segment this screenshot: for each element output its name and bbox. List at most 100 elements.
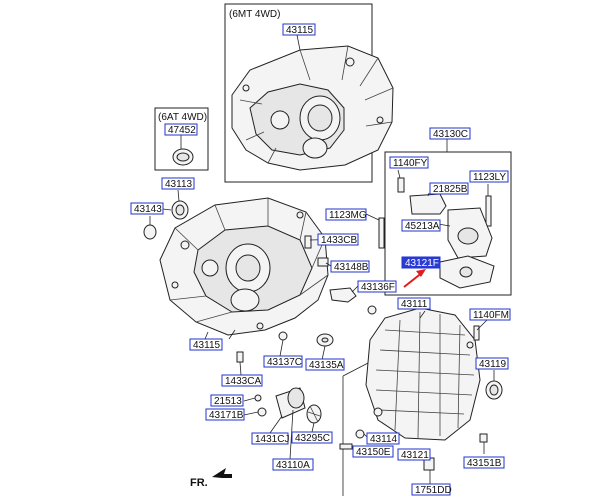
svg-text:43295C: 43295C	[295, 433, 330, 444]
bracket-43121f	[439, 255, 495, 289]
svg-text:1140FY: 1140FY	[393, 158, 428, 169]
bolt-43150e	[339, 443, 353, 450]
svg-text:43111: 43111	[401, 299, 428, 310]
label-43171b[interactable]: 43171B	[205, 408, 245, 421]
box-43130c-assembly	[384, 151, 512, 296]
label-21825b[interactable]: 21825B	[429, 182, 469, 195]
rear-cover-43111	[365, 307, 481, 441]
label-1433cb[interactable]: 1433CB	[317, 233, 359, 246]
svg-text:43119: 43119	[479, 359, 507, 370]
svg-text:43114: 43114	[370, 434, 398, 445]
label-1140fm[interactable]: 1140FM	[469, 308, 511, 321]
label-1751dd[interactable]: 1751DD	[411, 483, 452, 496]
pin-21513	[254, 394, 262, 402]
label-43121f[interactable]: 43121F	[401, 256, 441, 269]
bolt-1123mg	[378, 217, 385, 249]
oring-43143	[143, 224, 157, 240]
svg-text:43143: 43143	[134, 204, 162, 215]
svg-text:43115: 43115	[193, 340, 221, 351]
plug-43114	[355, 429, 365, 439]
label-43150e[interactable]: 43150E	[352, 445, 394, 458]
svg-text:43121F: 43121F	[405, 258, 439, 269]
bracket-line-top	[342, 361, 371, 377]
label-43143[interactable]: 43143	[130, 202, 164, 215]
box-6mt-title: (6MT 4WD)	[229, 9, 280, 20]
label-43137c[interactable]: 43137C	[263, 355, 303, 368]
svg-text:21513: 21513	[214, 396, 242, 407]
svg-text:21825B: 21825B	[433, 184, 468, 195]
bracket-43136f	[329, 287, 377, 315]
svg-text:1123MG: 1123MG	[329, 210, 367, 221]
label-43115-bottom[interactable]: 43115	[189, 338, 223, 351]
bolt-1123ly	[485, 195, 492, 227]
seal-43119	[485, 380, 503, 400]
box-6at-title: (6AT 4WD)	[158, 112, 207, 123]
svg-text:43148B: 43148B	[334, 262, 369, 273]
bellhousing-6mt	[231, 45, 394, 171]
gear-43295c	[306, 404, 322, 424]
bolt-1140fm	[473, 325, 480, 341]
transfer-case-housing	[159, 197, 329, 336]
svg-text:1751DD: 1751DD	[415, 485, 452, 496]
label-43110a[interactable]: 43110A	[272, 458, 314, 471]
bearing-1431cj	[275, 387, 306, 419]
front-direction-marker: FR.	[190, 468, 232, 489]
plug-43171b	[257, 407, 267, 417]
plug-43137c	[278, 331, 288, 341]
plug-43151b	[479, 433, 488, 443]
seal-43113	[171, 200, 189, 220]
label-43295c[interactable]: 43295C	[291, 431, 333, 444]
svg-text:43136F: 43136F	[361, 282, 395, 293]
washer-43135a	[316, 333, 334, 347]
svg-text:43115: 43115	[286, 25, 314, 36]
bolt-1433cb	[304, 235, 312, 249]
label-43119[interactable]: 43119	[475, 357, 509, 370]
label-43151b[interactable]: 43151B	[463, 456, 505, 469]
label-43113[interactable]: 43113	[161, 177, 195, 190]
svg-text:47452: 47452	[168, 125, 196, 136]
svg-text:1433CA: 1433CA	[225, 376, 261, 387]
label-43148b[interactable]: 43148B	[330, 260, 370, 273]
leader-lines	[149, 34, 495, 484]
label-43135a[interactable]: 43135A	[305, 358, 345, 371]
box-6at-4wd: (6AT 4WD)	[154, 107, 209, 171]
svg-text:43110A: 43110A	[276, 460, 310, 471]
svg-text:1433CB: 1433CB	[321, 235, 357, 246]
svg-text:1123LY: 1123LY	[473, 172, 506, 183]
front-arrow-icon	[212, 468, 232, 478]
svg-text:43113: 43113	[165, 179, 193, 190]
label-47452[interactable]: 47452	[164, 123, 198, 136]
label-43115-top[interactable]: 43115	[282, 23, 316, 36]
bolt-1433ca	[236, 351, 244, 363]
actuator-45213a	[447, 207, 493, 259]
svg-text:43150E: 43150E	[356, 447, 391, 458]
svg-text:45213A: 45213A	[405, 221, 440, 232]
label-1431cj[interactable]: 1431CJ	[251, 432, 289, 445]
label-43121[interactable]: 43121	[397, 448, 431, 461]
fr-label: FR.	[190, 477, 208, 489]
label-43114[interactable]: 43114	[366, 432, 400, 445]
pointer-arrow	[403, 269, 426, 288]
svg-text:43130C: 43130C	[433, 129, 468, 140]
svg-text:1140FM: 1140FM	[473, 310, 509, 321]
label-1123mg[interactable]: 1123MG	[325, 208, 367, 221]
label-43111[interactable]: 43111	[397, 297, 431, 310]
svg-text:43137C: 43137C	[267, 357, 302, 368]
label-1433ca[interactable]: 1433CA	[221, 374, 263, 387]
sensor-43148b	[317, 257, 329, 267]
svg-text:43151B: 43151B	[467, 458, 502, 469]
seal-47452	[172, 148, 194, 166]
label-21513[interactable]: 21513	[210, 394, 244, 407]
svg-text:1431CJ: 1431CJ	[255, 434, 289, 445]
label-43130c[interactable]: 43130C	[429, 127, 471, 140]
label-1123ly[interactable]: 1123LY	[469, 170, 509, 183]
svg-text:43171B: 43171B	[209, 410, 244, 421]
bolt-1140fy	[397, 177, 405, 193]
label-45213a[interactable]: 45213A	[401, 219, 441, 232]
label-1140fy[interactable]: 1140FY	[389, 156, 429, 169]
label-43136f[interactable]: 43136F	[357, 280, 397, 293]
svg-text:43135A: 43135A	[309, 360, 344, 371]
bracket-21825b	[409, 193, 447, 215]
svg-text:43121: 43121	[401, 450, 429, 461]
